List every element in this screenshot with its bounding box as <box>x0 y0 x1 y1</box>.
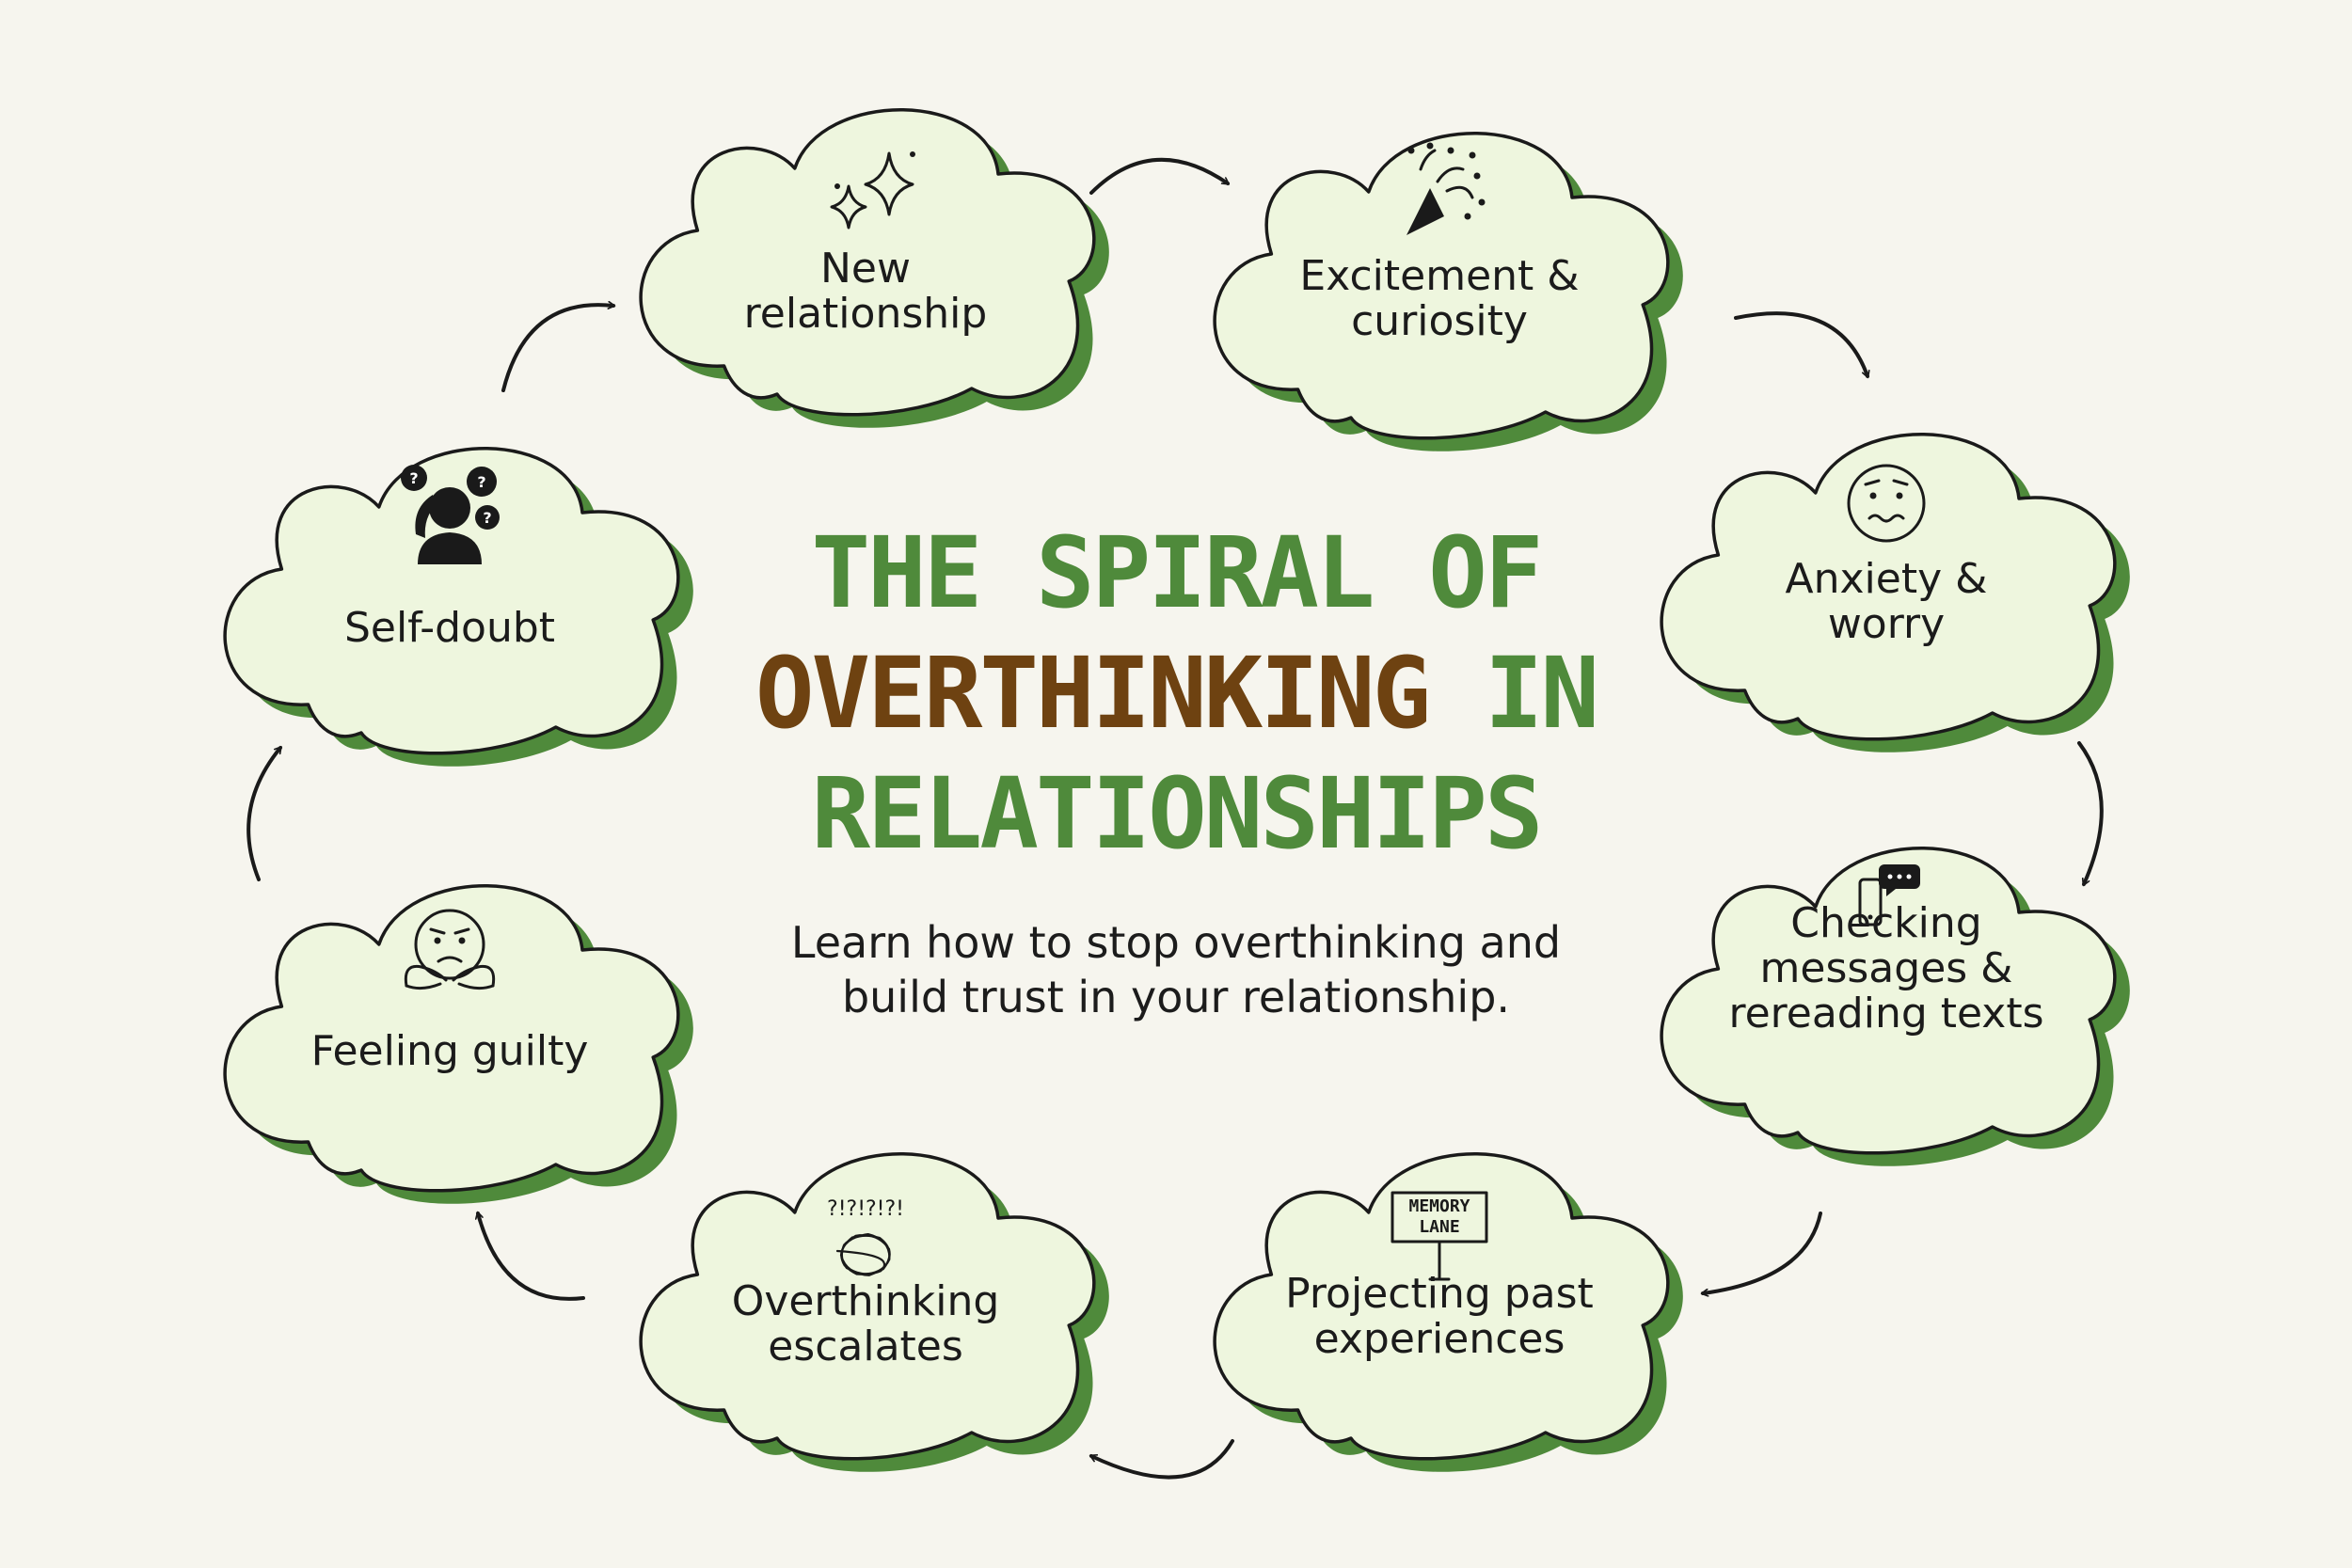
title-line-1: THE SPIRAL OF <box>696 513 1656 633</box>
title-block: THE SPIRAL OF OVERTHINKING IN RELATIONSH… <box>696 513 1656 1024</box>
worried-face-icon <box>1847 464 1926 543</box>
cloud-shape <box>1660 433 2117 741</box>
title-text-2: IN <box>1428 636 1599 751</box>
title-text-3: RELATIONSHIPS <box>811 756 1544 871</box>
cloud-shape <box>223 884 680 1193</box>
cycle-arrow-5 <box>1091 1439 1234 1480</box>
cloud-shape <box>639 108 1096 417</box>
node-label-line: New <box>820 245 911 293</box>
tangled-thoughts-icon: ?!?!?!?! <box>827 1197 904 1276</box>
node-label-line: rereading texts <box>1728 990 2043 1037</box>
node-label-line: Checking <box>1790 899 1981 947</box>
party-popper-icon <box>1406 142 1486 235</box>
cycle-node-guilty: Feeling guilty <box>223 884 693 1204</box>
cycle-node-excitement: Excitement &curiosity <box>1213 132 1683 451</box>
sign-text: MEMORY <box>1408 1196 1470 1216</box>
cycle-node-anxiety: Anxiety &worry <box>1660 433 2130 752</box>
node-label-line: worry <box>1828 600 1945 648</box>
cloud-shape <box>223 447 680 755</box>
node-label-line: experiences <box>1314 1315 1565 1363</box>
node-label-line: Feeling guilty <box>311 1027 589 1075</box>
cycle-arrow-4 <box>1703 1212 1822 1293</box>
title-line-3: RELATIONSHIPS <box>696 753 1656 874</box>
node-label-line: Anxiety & <box>1786 555 1988 603</box>
cycle-arrow-8 <box>501 305 613 392</box>
svg-text:?: ? <box>483 509 491 527</box>
subtitle-line-1: Learn how to stop overthinking and <box>790 917 1562 968</box>
node-label-line: Excitement & <box>1299 252 1579 300</box>
subtitle-line-2: build trust in your relationship. <box>841 972 1511 1022</box>
phone-message-icon <box>1858 864 1920 927</box>
cycle-arrows <box>246 157 2104 1480</box>
confused-person-icon: ??? <box>401 465 500 564</box>
cloud-shape <box>1213 1152 1670 1461</box>
cycle-arrow-2 <box>1734 311 1867 376</box>
node-label-line: escalates <box>768 1323 963 1370</box>
title-line-2: OVERTHINKING IN <box>696 633 1656 753</box>
guilty-face-icon <box>404 909 496 990</box>
cycle-arrow-1 <box>1089 157 1228 195</box>
cycle-arrow-7 <box>246 746 282 881</box>
title-highlight: OVERTHINKING <box>755 636 1431 751</box>
cycle-node-selfdoubt: ??? Self-doubt <box>223 447 693 767</box>
cloud-shape <box>639 1152 1096 1461</box>
node-label-line: Overthinking <box>732 1277 1000 1325</box>
title-text-1: THE SPIRAL OF <box>811 515 1544 630</box>
node-label-line: Self-doubt <box>344 604 555 652</box>
node-label-line: curiosity <box>1351 297 1528 345</box>
cycle-arrow-6 <box>478 1213 585 1301</box>
sparkles-icon <box>830 151 915 230</box>
node-label-line: relationship <box>744 290 988 338</box>
question-marks: ?!?!?!?! <box>827 1197 904 1221</box>
cloud-shape <box>1213 132 1670 440</box>
cloud-shape <box>1660 847 2117 1155</box>
subtitle: Learn how to stop overthinking and build… <box>696 915 1656 1024</box>
cycle-arrow-3 <box>2077 741 2104 884</box>
svg-text:?: ? <box>409 469 418 487</box>
node-label-line: messages & <box>1760 944 2013 992</box>
node-label-line: Projecting past <box>1285 1270 1594 1318</box>
sign-text: LANE <box>1419 1217 1459 1237</box>
svg-text:?: ? <box>477 473 485 491</box>
